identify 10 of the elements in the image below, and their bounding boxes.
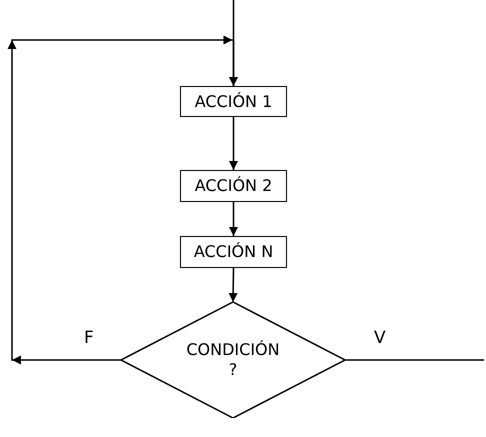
arrow	[228, 268, 238, 302]
condition-text: CONDICIÓN ?	[185, 340, 281, 380]
process-box	[180, 236, 287, 268]
action-text: ACCIÓN 1	[194, 92, 272, 112]
action-text: ACCIÓN N	[194, 242, 274, 262]
action-text: ACCIÓN 2	[194, 176, 272, 196]
process-box	[180, 170, 287, 202]
process-box	[180, 86, 287, 117]
arrow	[229, 117, 238, 170]
arrow	[229, 202, 238, 236]
